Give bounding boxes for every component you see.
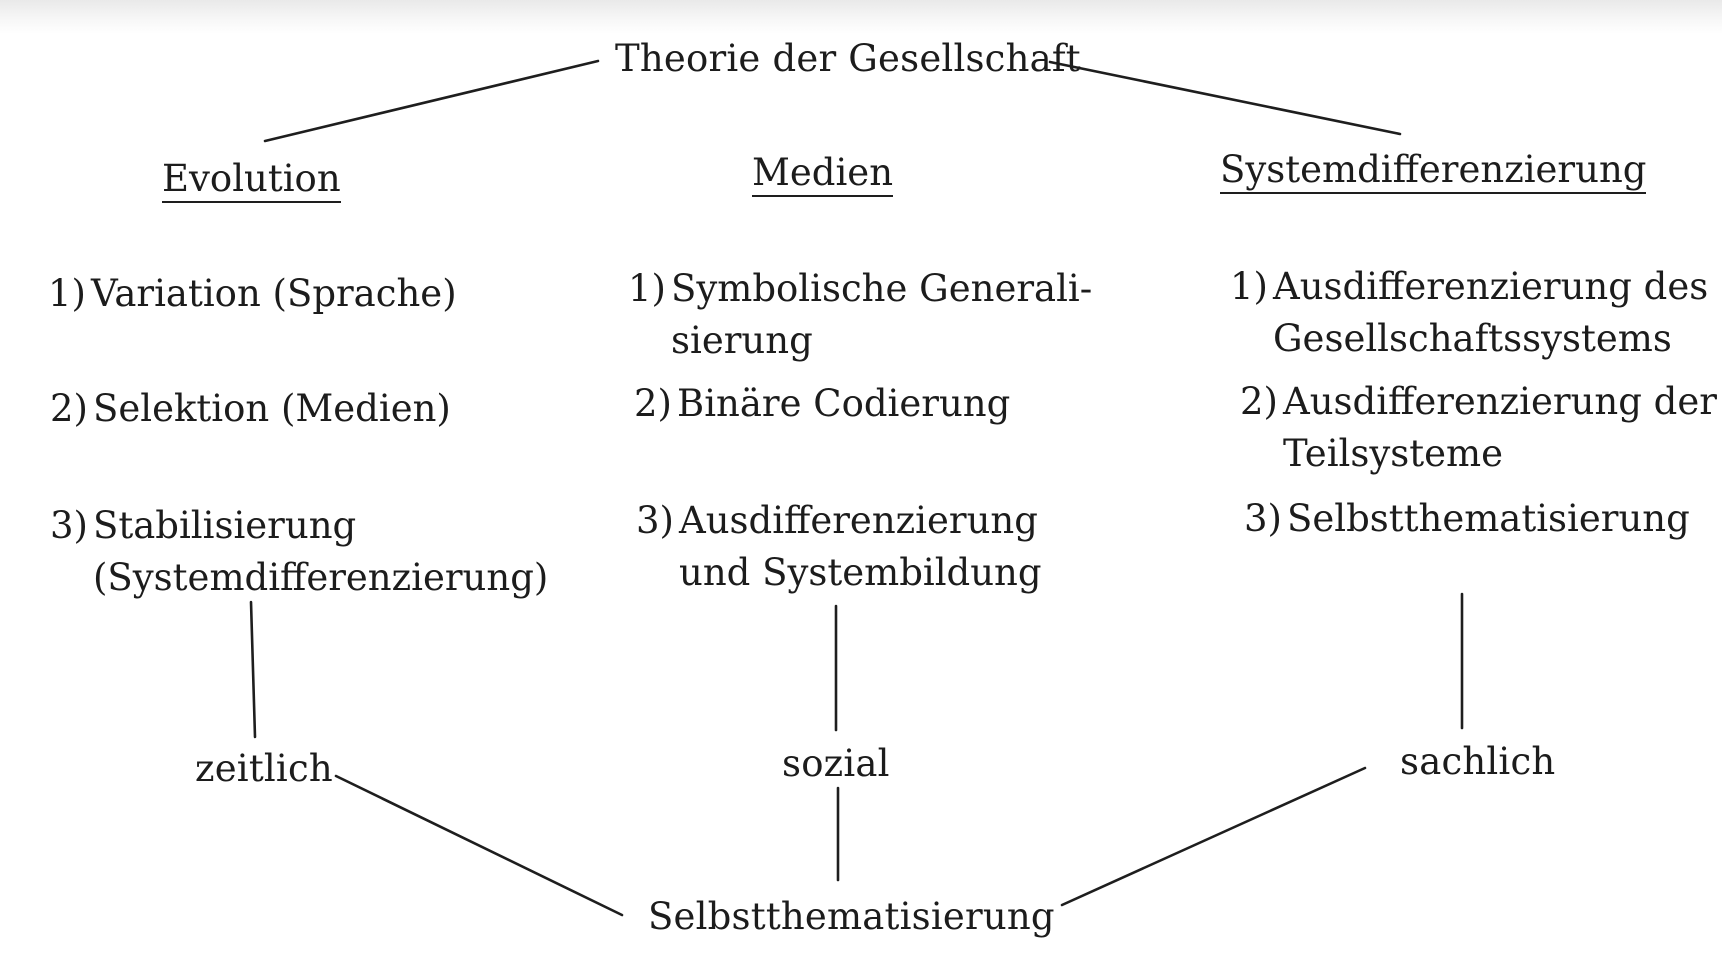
item-text: Selbstthematisierung bbox=[1287, 497, 1690, 540]
edge-sachlich-bottom bbox=[1060, 766, 1367, 907]
evolution-item-2: 2)Selektion (Medien) bbox=[50, 383, 451, 435]
item-number: 3) bbox=[1244, 497, 1282, 540]
medien-item-2: 2)Binäre Codierung bbox=[634, 378, 1010, 430]
heading-medien: Medien bbox=[752, 154, 894, 197]
edge-evolution-zeitlich bbox=[249, 600, 257, 739]
item-number: 3) bbox=[636, 499, 674, 542]
item-text: Binäre Codierung bbox=[677, 382, 1011, 425]
evolution-item-1: 1)Variation (Sprache) bbox=[48, 268, 457, 320]
item-number: 1) bbox=[628, 267, 666, 310]
item-number: 2) bbox=[634, 382, 672, 425]
item-number: 2) bbox=[50, 387, 88, 430]
item-text-continued: Teilsysteme bbox=[1283, 432, 1503, 475]
dimension-zeitlich: zeitlich bbox=[195, 747, 333, 790]
item-number: 3) bbox=[50, 504, 88, 547]
heading-evolution: Evolution bbox=[162, 160, 341, 203]
item-text: Ausdifferenzierung der bbox=[1283, 380, 1717, 423]
medien-item-1: 1)Symbolische Generali- sierung bbox=[628, 263, 1092, 367]
edge-zeitlich-bottom bbox=[334, 774, 624, 917]
item-text: Ausdifferenzierung des bbox=[1273, 265, 1709, 308]
edge-title-systemdifferenzierung bbox=[1048, 60, 1402, 136]
systemdifferenzierung-item-3: 3)Selbstthematisierung bbox=[1244, 493, 1690, 545]
dimension-sachlich: sachlich bbox=[1400, 740, 1556, 783]
item-number: 1) bbox=[48, 272, 86, 315]
item-text: Stabilisierung bbox=[93, 504, 357, 547]
dimension-sozial: sozial bbox=[782, 742, 890, 785]
item-text-continued: sierung bbox=[671, 319, 813, 362]
item-text-continued: und Systembildung bbox=[679, 551, 1042, 594]
item-text: Symbolische Generali- bbox=[671, 267, 1093, 310]
evolution-item-3: 3)Stabilisierung (Systemdifferenzierung) bbox=[50, 500, 548, 604]
item-text-continued: Gesellschaftssystems bbox=[1273, 317, 1672, 360]
item-number: 2) bbox=[1240, 380, 1278, 423]
heading-systemdifferenzierung: Systemdifferenzierung bbox=[1220, 151, 1647, 194]
edge-title-evolution bbox=[263, 59, 600, 143]
systemdifferenzierung-item-1: 1)Ausdifferenzierung des Gesellschaftssy… bbox=[1230, 261, 1708, 365]
bottom-selbstthematisierung: Selbstthematisierung bbox=[648, 895, 1055, 938]
item-number: 1) bbox=[1230, 265, 1268, 308]
diagram-title: Theorie der Gesellschaft bbox=[615, 37, 1081, 80]
medien-item-3: 3)Ausdifferenzierung und Systembildung bbox=[636, 495, 1042, 599]
item-text: Variation (Sprache) bbox=[91, 272, 457, 315]
item-text-continued: (Systemdifferenzierung) bbox=[93, 556, 549, 599]
item-text: Selektion (Medien) bbox=[93, 387, 451, 430]
item-text: Ausdifferenzierung bbox=[679, 499, 1038, 542]
systemdifferenzierung-item-2: 2)Ausdifferenzierung der Teilsysteme bbox=[1240, 376, 1717, 480]
